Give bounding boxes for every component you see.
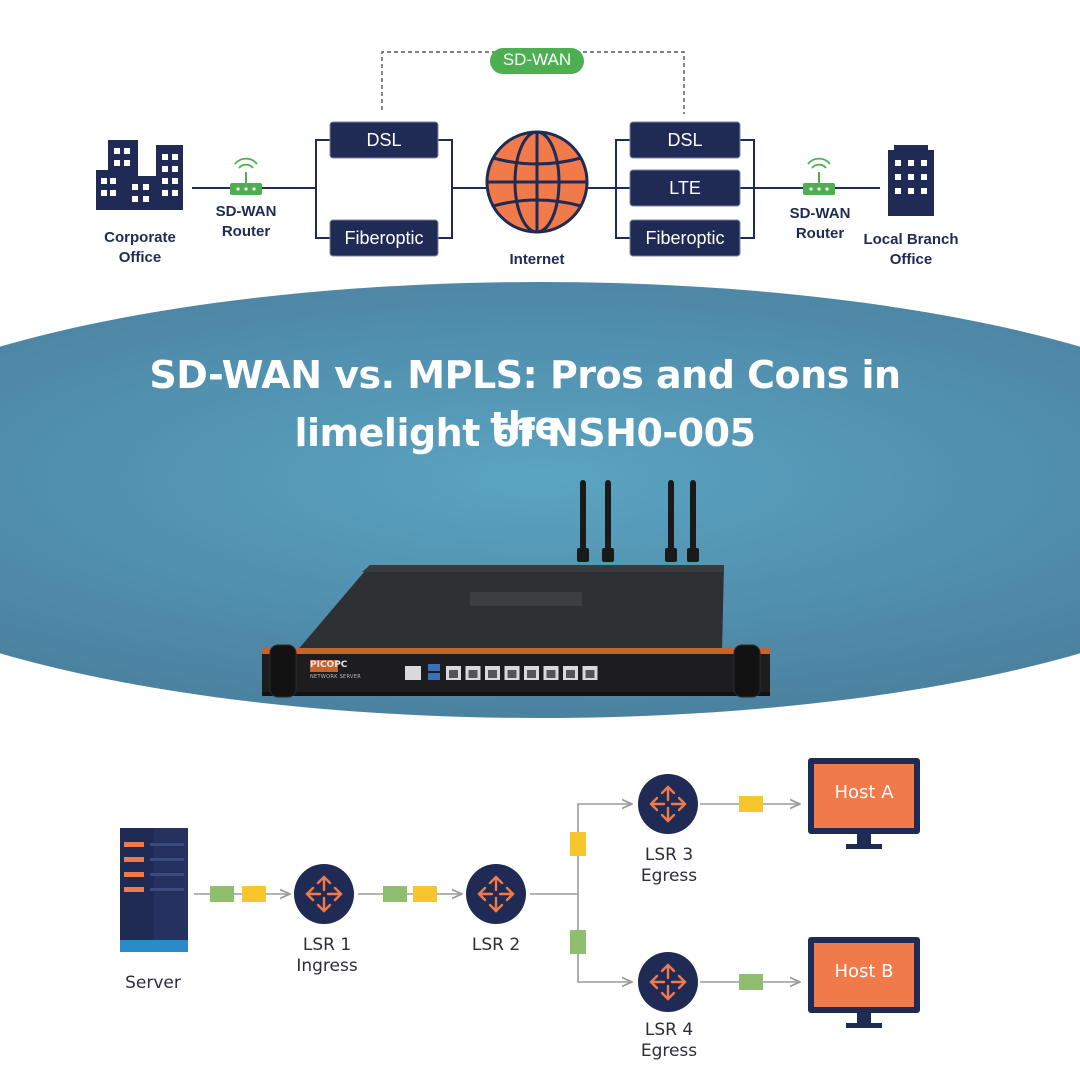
lsr2-label: LSR 2	[471, 935, 521, 955]
left-router-label: SD-WAN Router	[215, 203, 277, 240]
host-a-monitor	[808, 758, 920, 849]
lsr1-router-icon	[294, 864, 354, 924]
lsr4-router-icon	[638, 952, 698, 1012]
ethernet-port-socket	[468, 670, 478, 678]
right-dsl-box	[629, 121, 741, 159]
lsr3-router-icon	[638, 774, 698, 834]
ethernet-ports	[446, 666, 598, 680]
packets	[210, 796, 763, 990]
server-label: Server	[125, 973, 181, 993]
router-icon-right	[803, 157, 835, 195]
corporate-office-icon	[96, 140, 183, 210]
page-title-line2: limelight of NSH0-005	[294, 411, 757, 455]
banner-ellipse	[0, 282, 1080, 718]
device-brand: PICOPC	[310, 660, 348, 670]
lsr1-label: LSR 1 Ingress	[296, 935, 358, 976]
ethernet-port-socket	[449, 670, 458, 678]
ethernet-port-socket	[507, 670, 517, 678]
left-dsl-label: DSL	[366, 130, 402, 150]
sdwan-dashed-link	[381, 51, 685, 114]
server-icon	[120, 828, 188, 952]
left-dsl-box	[329, 121, 439, 159]
lsr-routers	[294, 774, 698, 1012]
sdwan-diagram	[96, 48, 934, 257]
mpls-diagram	[120, 758, 920, 1028]
page-title-line1: SD-WAN vs. MPLS: Pros and Cons in the	[149, 353, 901, 449]
sdwan-badge-label: SD-WAN	[502, 50, 572, 69]
lsr2-router-icon	[466, 864, 526, 924]
ethernet-port-socket	[488, 670, 497, 678]
host-b-label: Host B	[834, 961, 894, 982]
device-subtitle: NETWORK SERVER	[310, 674, 361, 680]
lsr3-label: LSR 3 Egress	[640, 845, 698, 886]
ethernet-port-socket	[585, 670, 595, 678]
corporate-office-label: Corporate Office	[104, 229, 176, 266]
host-a-label: Host A	[834, 782, 894, 803]
right-dsl-label: DSL	[667, 130, 703, 150]
lsr4-label: LSR 4 Egress	[640, 1020, 698, 1061]
right-fiberoptic-box	[629, 219, 741, 257]
globe-icon	[485, 130, 589, 234]
ethernet-port-socket	[527, 670, 536, 678]
host-b-monitor	[808, 937, 920, 1028]
right-router-label: SD-WAN Router	[789, 205, 851, 242]
left-fiberoptic-box	[329, 219, 439, 257]
ethernet-port-socket	[546, 670, 556, 678]
right-lte-label: LTE	[669, 178, 701, 198]
ethernet-port-socket	[566, 670, 575, 678]
internet-label: Internet	[509, 251, 565, 268]
right-lte-box	[629, 169, 741, 207]
router-icon-left	[230, 157, 262, 195]
branch-office-label: Local Branch Office	[863, 231, 959, 268]
branch-office-icon	[888, 145, 934, 216]
left-fiberoptic-label: Fiberoptic	[344, 228, 424, 248]
right-fiberoptic-label: Fiberoptic	[645, 228, 725, 248]
sdwan-badge	[490, 48, 584, 74]
